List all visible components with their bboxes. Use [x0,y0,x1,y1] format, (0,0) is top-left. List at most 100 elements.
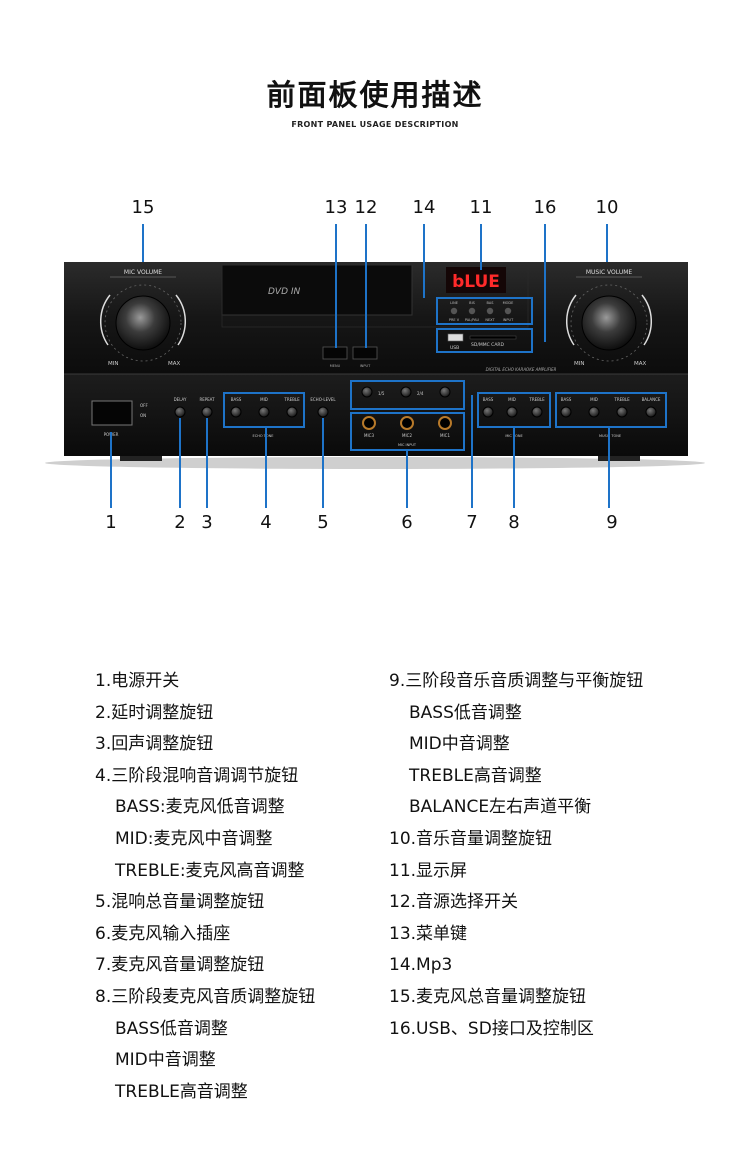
echo-treble-knob[interactable] [286,406,298,418]
echo-level-knob[interactable] [317,406,329,418]
callout-4: 4 [260,512,272,533]
callout-11: 11 [469,197,493,218]
desc-left-11: 8.三阶段麦克风音质调整旋钮 [95,986,316,1007]
mic-1-5-knob[interactable] [361,386,373,398]
mp3-prev-button[interactable] [450,307,458,315]
mic-1-5-label: 1/5 [378,391,385,396]
music-mid-label: MID [590,397,598,402]
callout-5: 5 [317,512,329,533]
callout-13: 13 [324,197,348,218]
mic-bass-label: BASS [483,397,494,402]
mic-1-jack[interactable] [438,416,452,430]
echo-bass-label: BASS [231,397,242,402]
echo-tone-box [223,392,305,428]
input-button[interactable] [352,346,378,360]
music-bass-label: BASS [561,397,572,402]
callout-9: 9 [606,512,618,533]
callout-1: 1 [105,512,117,533]
mic-treble-knob[interactable] [531,406,543,418]
music-treble-knob[interactable] [616,406,628,418]
delay-label: DELAY [174,397,187,402]
callout-line-5 [322,418,324,508]
callout-line-3 [206,418,208,508]
mic-2-4-label: 2/4 [417,391,424,396]
mic-volume-label: MIC VOLUME [124,269,162,276]
page-title: 前面板使用描述 [266,78,484,112]
desc-right-2: BASS低音调整 [409,702,522,723]
desc-right-4: TREBLE高音调整 [409,765,542,786]
mic3-label: MIC3 [364,433,374,438]
mic-3-jack[interactable] [362,416,376,430]
mp3-next-button[interactable] [486,307,494,315]
desc-left-14: TREBLE高音调整 [115,1081,248,1102]
callout-7: 7 [466,512,478,533]
mp3-bottom-label-2: PAL/PAU [465,318,480,322]
callout-8: 8 [508,512,520,533]
callout-line-10 [606,224,608,262]
desc-left-9: 6.麦克风输入插座 [95,923,231,944]
repeat-knob[interactable] [201,406,213,418]
mp3-bottom-label-1: PRE V [449,318,460,322]
mp3-top-label-1: LINE [450,301,458,305]
model-text: DIGITAL ECHO KARAOKE AMPLIFIER [486,367,557,372]
mp3-bottom-label-3: NEXT [485,318,495,322]
desc-right-3: MID中音调整 [409,734,510,755]
lower-panel [64,374,688,456]
mp3-control-box [436,297,533,325]
mic-bass-knob[interactable] [482,406,494,418]
mic-mid-knob[interactable] [506,406,518,418]
mp3-top-label-3: BAS [486,301,494,305]
display-red-text: bLUE [452,272,500,292]
mp3-bottom-label-4: INPUT [503,318,514,322]
mic-3-knob[interactable] [439,386,451,398]
music-balance-knob[interactable] [645,406,657,418]
mic-volume-knob[interactable] [115,295,171,351]
callout-line-9 [608,427,610,508]
music-min-label: MIN [574,361,584,367]
callout-line-11 [480,224,482,270]
echo-tone-label: ECHO TONE [253,434,274,438]
echo-level-label: ECHO-LEVEL [310,397,336,402]
music-tone-label: MUSIC TONE [599,434,621,438]
sd-slot[interactable] [469,335,517,340]
mic-volume-group-box [350,380,465,410]
desc-right-12: 16.USB、SD接口及控制区 [389,1018,594,1039]
music-volume-label: MUSIC VOLUME [586,269,633,276]
mic-max-label: MAX [168,361,181,367]
desc-left-7: TREBLE:麦克风高音调整 [115,860,305,881]
callout-2: 2 [174,512,186,533]
music-treble-label: TREBLE [613,397,630,402]
desc-left-13: MID中音调整 [115,1050,216,1071]
desc-right-5: BALANCE左右声道平衡 [409,797,592,818]
music-mid-knob[interactable] [588,406,600,418]
callout-16: 16 [533,197,557,218]
echo-bass-knob[interactable] [230,406,242,418]
repeat-label: REPEAT [199,397,215,402]
desc-right-9: 13.菜单键 [389,923,468,944]
mp3-play-button[interactable] [468,307,476,315]
delay-knob[interactable] [174,406,186,418]
usb-sd-box [436,328,533,353]
amplifier-front-panel: MIC VOLUME MIN MAX MUSIC VOLUME MIN MAX … [45,262,705,469]
usb-label: USB [450,345,459,351]
menu-button[interactable] [322,346,348,360]
music-volume-knob[interactable] [581,295,637,351]
callout-14: 14 [412,197,436,218]
desc-left-10: 7.麦克风音量调整旋钮 [95,955,265,976]
power-off-label: OFF [140,403,148,408]
mp3-top-label-4: MODE [503,301,514,305]
mic-2-4-knob[interactable] [400,386,412,398]
callout-line-2 [179,418,181,508]
mic-2-jack[interactable] [400,416,414,430]
music-tone-box [555,392,667,428]
mp3-input-button[interactable] [504,307,512,315]
callout-line-1 [110,432,112,508]
mic2-label: MIC2 [402,433,412,438]
input-label: INPUT [360,364,371,368]
echo-mid-knob[interactable] [258,406,270,418]
power-switch[interactable] [91,400,133,426]
usb-port[interactable] [447,333,464,342]
desc-right-7: 11.显示屏 [389,860,468,881]
callout-line-16 [544,224,546,342]
music-bass-knob[interactable] [560,406,572,418]
